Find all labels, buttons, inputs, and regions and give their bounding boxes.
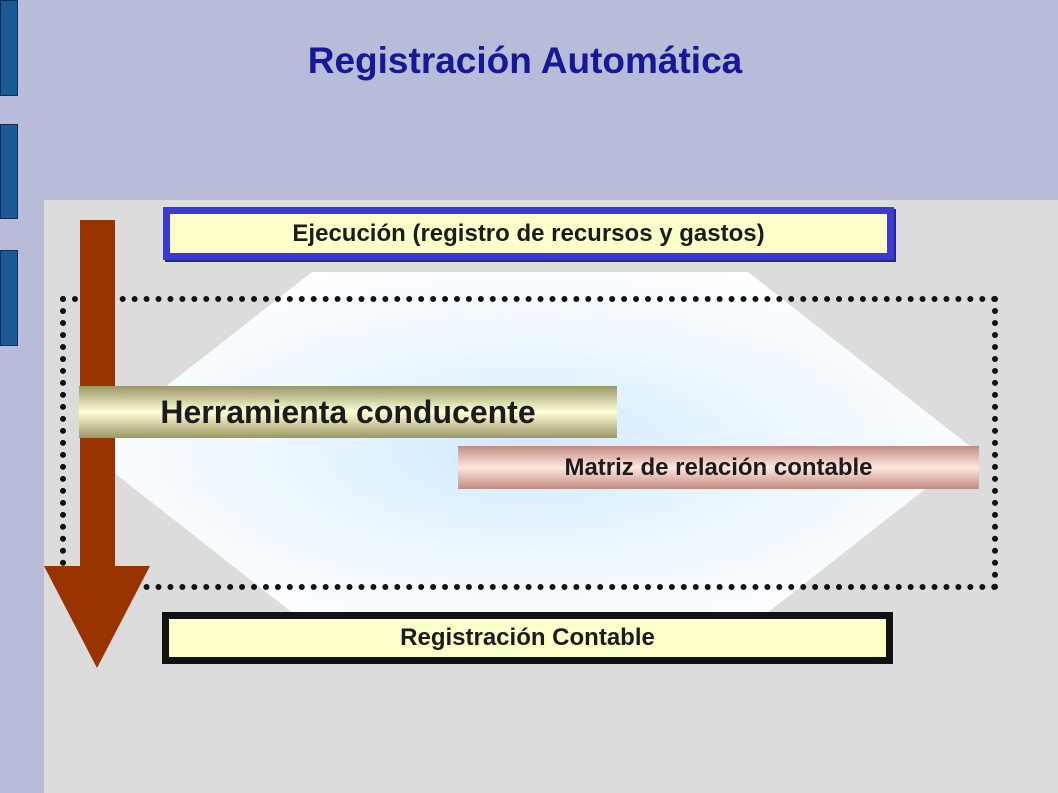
slide-title: Registración Automática [307, 40, 743, 81]
execution-box: Ejecución (registro de recursos y gastos… [163, 207, 894, 260]
side-tab-2 [0, 124, 18, 219]
dotted-process-frame [60, 296, 998, 590]
tool-box: Herramienta conducente [79, 386, 617, 438]
accounting-matrix-box: Matriz de relación contable [458, 446, 979, 489]
header-background [0, 0, 1058, 200]
side-tab-1 [0, 0, 18, 96]
side-tab-3 [0, 250, 18, 346]
accounting-registration-box: Registración Contable [162, 612, 893, 664]
